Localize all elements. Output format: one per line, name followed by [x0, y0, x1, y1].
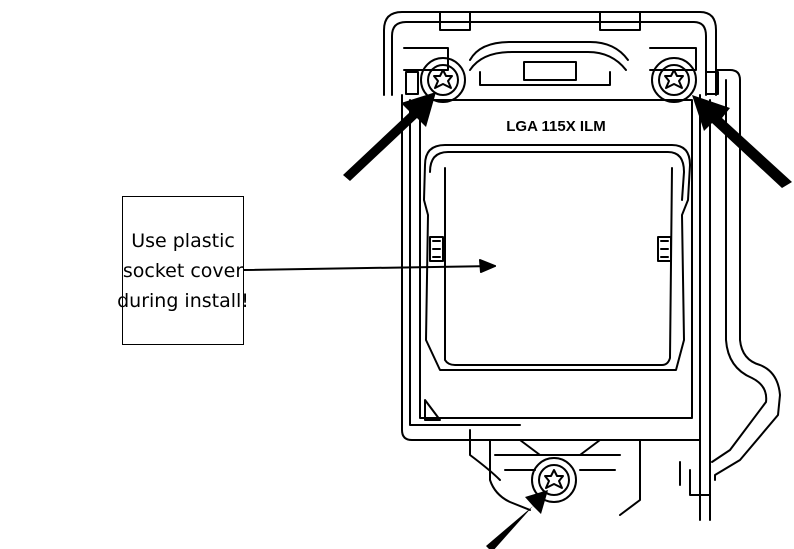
arrow-icon — [343, 92, 436, 181]
callout-line-1: Use plastic — [131, 229, 235, 252]
callout-line-3: during install! — [117, 289, 249, 312]
socket-label: LGA 115X ILM — [506, 118, 605, 135]
load-plate — [419, 99, 693, 421]
callout-line-2: socket cover — [122, 259, 244, 282]
screw-top-right — [651, 57, 697, 103]
socket-frame — [401, 69, 781, 521]
arrow-icon — [692, 95, 792, 188]
arrow-icon — [486, 490, 548, 549]
screw-bottom — [531, 457, 577, 503]
bottom-tab — [469, 429, 641, 516]
top-hinge-bracket — [383, 11, 717, 96]
callout-leader-arrow — [243, 259, 496, 273]
install-note-callout: Use plastic socket cover during install! — [117, 196, 249, 345]
screw-top-left — [420, 57, 466, 103]
